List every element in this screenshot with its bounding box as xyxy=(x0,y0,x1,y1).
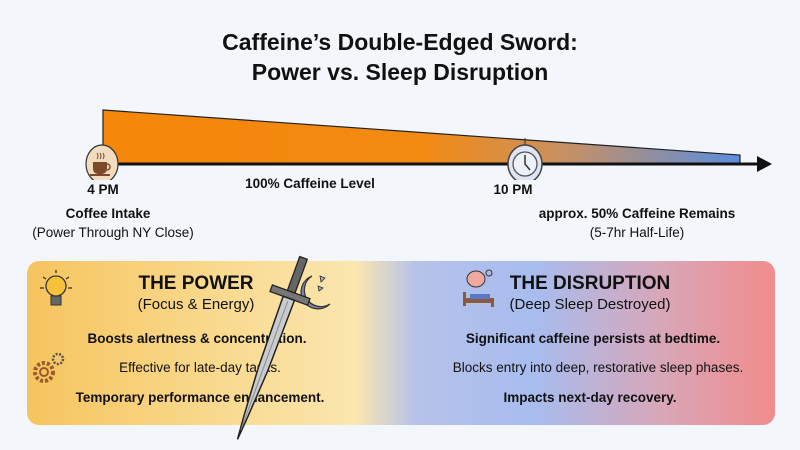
half-life-label: (5-7hr Half-Life) xyxy=(589,225,685,240)
coffee-intake-label: Coffee Intake xyxy=(65,206,151,221)
disruption-subheading: (Deep Sleep Destroyed) xyxy=(509,296,671,313)
broken-moon-icon xyxy=(300,275,331,310)
power-bullet: Boosts alertness & concentration. xyxy=(87,331,307,346)
disruption-heading: THE DISRUPTION xyxy=(509,273,671,294)
caffeine-level-wedge xyxy=(102,109,741,165)
brain-bed-icon xyxy=(463,269,494,307)
caffeine-timeline xyxy=(85,109,772,180)
disruption-bullet: Impacts next-day recovery. xyxy=(503,390,677,405)
coffee-cup-icon xyxy=(85,144,119,180)
page-title: Caffeine’s Double-Edged Sword: Power vs.… xyxy=(0,27,800,87)
gears-icon xyxy=(33,352,65,383)
lightbulb-icon xyxy=(40,270,72,306)
disruption-bullet: Blocks entry into deep, restorative slee… xyxy=(452,360,744,375)
power-bullet: Effective for late-day tasks. xyxy=(119,360,281,375)
title-line-2: Power vs. Sleep Disruption xyxy=(251,59,549,85)
power-bullet: Temporary performance enhancement. xyxy=(75,390,325,405)
remaining-caffeine-label: approx. 50% Caffeine Remains xyxy=(538,206,736,221)
disruption-bullet: Significant caffeine persists at bedtime… xyxy=(465,331,721,346)
start-time: 4 PM xyxy=(87,182,119,197)
arrow-head-icon xyxy=(757,156,772,172)
comparison-panel xyxy=(27,261,775,425)
clock-icon xyxy=(507,144,543,180)
coffee-intake-sub: (Power Through NY Close) xyxy=(32,225,194,240)
mid-time: 10 PM xyxy=(493,182,533,197)
title-line-1: Caffeine’s Double-Edged Sword: xyxy=(222,29,578,55)
caffeine-level-label: 100% Caffeine Level xyxy=(245,176,375,191)
power-subheading: (Focus & Energy) xyxy=(137,296,255,313)
sword-icon xyxy=(236,255,311,440)
power-heading: THE POWER xyxy=(138,273,254,294)
